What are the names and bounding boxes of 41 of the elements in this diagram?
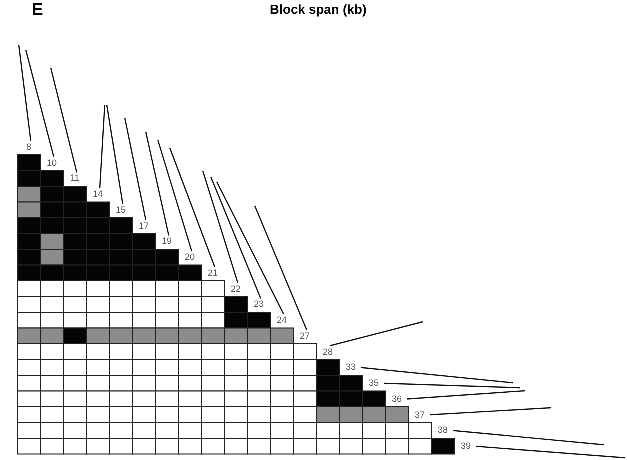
marker-number: 21 [203,268,223,279]
leader-line [476,446,626,459]
marker-number: 23 [249,299,269,310]
leader-line [406,390,526,400]
leader-line [216,182,285,315]
leader-line [254,206,308,330]
leader-line [18,44,32,142]
marker-number: 36 [387,394,407,405]
marker-number: 15 [111,204,131,216]
leader-line [124,118,147,220]
marker-number: 17 [134,220,154,232]
leader-line [145,132,170,236]
marker-number: 27 [295,330,315,342]
leader-line [384,382,520,389]
leader-line [210,176,262,299]
marker-number: 14 [88,189,108,200]
chart-title: Block span (kb) [270,2,367,17]
leader-line [25,50,55,158]
marker-number: 22 [226,284,246,294]
marker-number: 8 [19,142,39,152]
marker-number: 37 [410,410,430,420]
marker-number: 20 [180,252,200,263]
panel-letter: E [32,0,44,20]
marker-number: 33 [341,362,361,374]
leader-line [360,367,514,384]
marker-number: 38 [433,425,453,436]
marker-number: 35 [364,378,384,389]
marker-number: 19 [157,236,177,248]
marker-number: 28 [318,346,338,358]
marker-number: 11 [65,173,85,184]
leader-line [106,104,124,204]
leader-line [157,140,193,252]
leader-line [430,407,552,416]
marker-number: 39 [456,441,476,452]
leader-line [202,170,239,284]
marker-number: 10 [42,158,62,168]
marker-number: 24 [272,315,292,326]
leader-line [99,104,106,189]
leader-line [169,148,216,268]
leader-line [330,321,424,347]
leader-line [452,430,604,446]
